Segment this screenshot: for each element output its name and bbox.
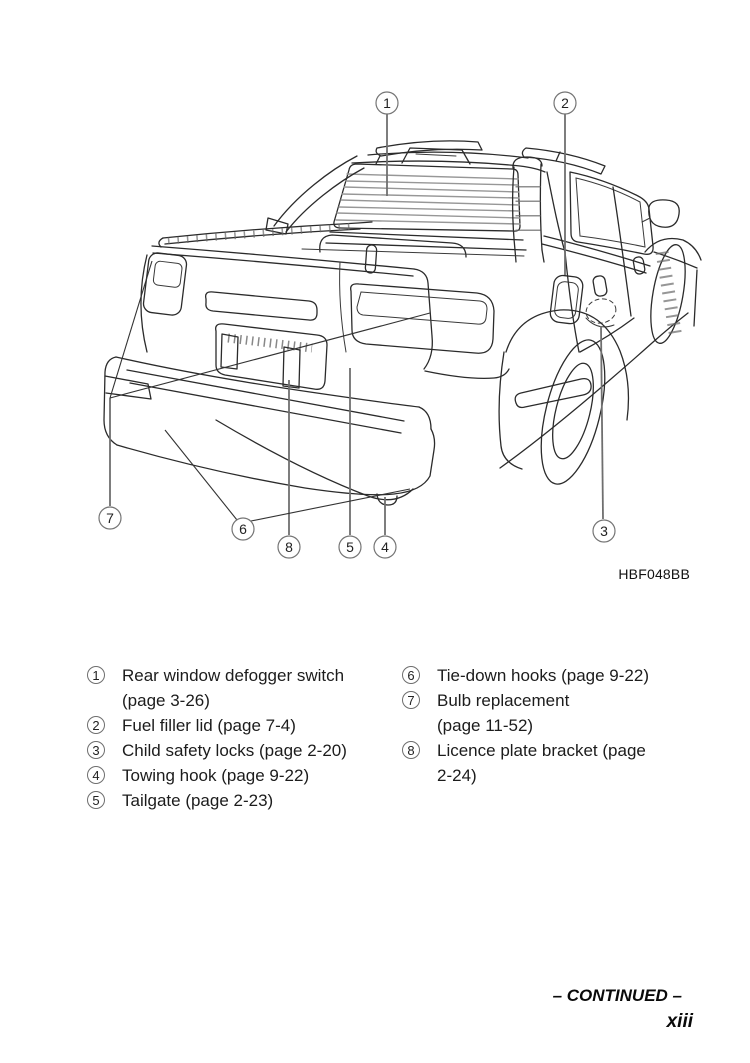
legend-label: Bulb replacement (page 11-52) — [437, 691, 570, 735]
legend-item-4: 4 Towing hook (page 9-22) — [87, 763, 387, 788]
legend-label: Child safety locks (page 2-20) — [122, 741, 347, 760]
legend-label: Tie-down hooks (page 9-22) — [437, 666, 649, 685]
svg-text:5: 5 — [346, 539, 354, 555]
towing-hook — [376, 493, 398, 506]
svg-text:7: 7 — [106, 510, 114, 526]
legend-number: 8 — [402, 741, 420, 759]
legend-label: Fuel filler lid (page 7-4) — [122, 716, 296, 735]
side-mirror — [648, 199, 680, 228]
legend-number: 6 — [402, 666, 420, 684]
callout-4: 4 — [373, 535, 397, 559]
callout-3: 3 — [592, 519, 616, 543]
leader-lines — [109, 114, 604, 535]
legend-item-7: 7 Bulb replacement (page 11-52) — [402, 688, 702, 738]
legend-number: 3 — [87, 741, 105, 759]
taillight-right — [350, 283, 495, 354]
legend-number: 1 — [87, 666, 105, 684]
rear-bumper — [103, 356, 510, 506]
legend-label: Tailgate (page 2-23) — [122, 791, 274, 810]
legend-item-2: 2 Fuel filler lid (page 7-4) — [87, 713, 387, 738]
svg-text:1: 1 — [383, 95, 391, 111]
door-handle-rear — [592, 275, 608, 297]
legend-number: 7 — [402, 691, 420, 709]
rear-window — [325, 163, 527, 251]
legend-item-6: 6 Tie-down hooks (page 9-22) — [402, 663, 702, 688]
svg-text:8: 8 — [285, 539, 293, 555]
defogger-lines — [335, 173, 521, 225]
callout-1: 1 — [375, 91, 399, 115]
legend-label: Rear window defogger switch (page 3-26) — [122, 666, 345, 710]
callout-6: 6 — [231, 517, 255, 541]
fuel-filler-lid — [549, 274, 584, 325]
legend-item-8: 8 Licence plate bracket (page 2-24) — [402, 738, 702, 788]
svg-text:4: 4 — [381, 539, 389, 555]
callout-8: 8 — [277, 535, 301, 559]
callout-2: 2 — [553, 91, 577, 115]
tailgate-garnish — [205, 291, 318, 321]
legend-label: Towing hook (page 9-22) — [122, 766, 310, 785]
legend-number: 4 — [87, 766, 105, 784]
rear-wheel — [498, 309, 630, 485]
page-number: xiii — [666, 1011, 693, 1032]
callout-5: 5 — [338, 535, 362, 559]
roof-and-rails — [351, 140, 606, 175]
tailgate — [140, 245, 495, 390]
legend-number: 5 — [87, 791, 105, 809]
callout-7: 7 — [98, 506, 122, 530]
svg-text:2: 2 — [561, 95, 569, 111]
legend-item-5: 5 Tailgate (page 2-23) — [87, 788, 387, 813]
svg-text:3: 3 — [600, 523, 608, 539]
legend-column-right: 6 Tie-down hooks (page 9-22) 7 Bulb repl… — [402, 663, 702, 788]
taillight-left — [142, 252, 188, 316]
svg-text:6: 6 — [239, 521, 247, 537]
vehicle-rear-diagram: 1 2 3 4 5 6 7 8 — [98, 91, 702, 559]
front-wheel — [644, 237, 702, 344]
continued-marker: – CONTINUED – — [552, 986, 682, 1005]
legend-item-3: 3 Child safety locks (page 2-20) — [87, 738, 387, 763]
figure-code: HBF048BB — [618, 566, 690, 582]
legend-item-1: 1 Rear window defogger switch (page 3-26… — [87, 663, 387, 713]
legend-number: 2 — [87, 716, 105, 734]
legend-label: Licence plate bracket (page 2-24) — [437, 741, 646, 785]
truck-bed — [158, 221, 651, 274]
child-safety-lock-area — [585, 298, 617, 328]
door-lower-trim — [514, 377, 592, 409]
bed-cushion — [319, 234, 467, 258]
legend-column-left: 1 Rear window defogger switch (page 3-26… — [87, 663, 387, 813]
